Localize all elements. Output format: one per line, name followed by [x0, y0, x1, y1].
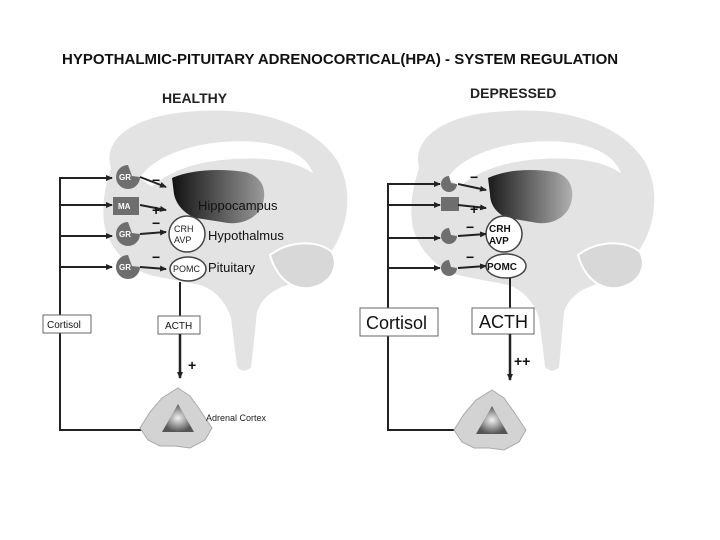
healthy-receptor-4: GR: [116, 255, 140, 279]
healthy-receptor-3: GR: [116, 222, 140, 246]
healthy-pituitary-node: [169, 256, 207, 282]
healthy-hippocampus-label: Hippocampus: [198, 198, 278, 213]
healthy-receptor-1: GR: [116, 165, 140, 189]
depressed-sign-1: −: [470, 169, 478, 185]
healthy-cortisol-loop: [59, 175, 160, 431]
depressed-crh-label: CRH: [489, 224, 511, 235]
healthy-cortisol-box: [42, 314, 92, 334]
depressed-receptor-3: [441, 228, 457, 244]
depressed-acth-box: [471, 307, 535, 335]
depressed-heading: DEPRESSED: [470, 85, 556, 101]
healthy-acth-sign: +: [188, 357, 196, 373]
healthy-crh-label: CRH: [174, 224, 194, 234]
depressed-receptor-1: [441, 176, 457, 192]
depressed-avp-label: AVP: [489, 236, 509, 247]
svg-text:MA: MA: [118, 202, 131, 211]
healthy-corpus-callosum: [139, 141, 314, 187]
healthy-sign-3: −: [152, 215, 160, 231]
svg-text:GR: GR: [119, 263, 131, 272]
depressed-cortisol-label: Cortisol: [366, 313, 427, 333]
depressed-cerebellum: [576, 242, 644, 290]
depressed-hippocampus-shape: [488, 170, 573, 224]
depressed-sign-2: +: [470, 201, 478, 217]
healthy-hypothalmus-label: Hypothalmus: [208, 228, 284, 243]
healthy-hypothalmus-node: [168, 215, 206, 253]
healthy-sign-1: −: [152, 172, 160, 188]
healthy-heading: HEALTHY: [162, 90, 228, 106]
depressed-corpus-callosum: [447, 141, 622, 187]
depressed-cortisol-box: [359, 307, 439, 337]
depressed-pomc-label: POMC: [487, 262, 517, 273]
svg-text:GR: GR: [119, 173, 131, 182]
depressed-acth-sign: ++: [514, 353, 530, 369]
depressed-sign-4: −: [466, 249, 474, 265]
healthy-hippocampus-shape: [172, 170, 265, 224]
depressed-cortisol-loop: [387, 181, 470, 431]
depressed-panel: DEPRESSED CRH AVP POMC − + − − Cort: [359, 85, 657, 451]
healthy-cerebellum: [268, 242, 336, 290]
diagram-title: HYPOTHALMIC-PITUITARY ADRENOCORTICAL(HPA…: [62, 51, 618, 68]
depressed-receptor-2: [441, 197, 459, 211]
healthy-sign-4: −: [152, 249, 160, 265]
healthy-sign-2: +: [152, 202, 160, 218]
healthy-panel: HEALTHY Hippocampus CRH AVP Hypothalmus …: [42, 90, 350, 449]
healthy-receptor-2: MA: [113, 197, 139, 215]
healthy-acth-label: ACTH: [165, 321, 192, 332]
healthy-avp-label: AVP: [174, 235, 191, 245]
depressed-acth-label: ACTH: [479, 312, 528, 332]
healthy-adrenal-label: Adrenal Cortex: [206, 413, 267, 423]
healthy-cortisol-label: Cortisol: [47, 320, 81, 331]
healthy-pituitary-label: Pituitary: [208, 260, 255, 275]
healthy-pomc-label: POMC: [173, 264, 201, 274]
depressed-sign-3: −: [466, 219, 474, 235]
svg-text:GR: GR: [119, 230, 131, 239]
depressed-receptor-4: [441, 260, 457, 276]
